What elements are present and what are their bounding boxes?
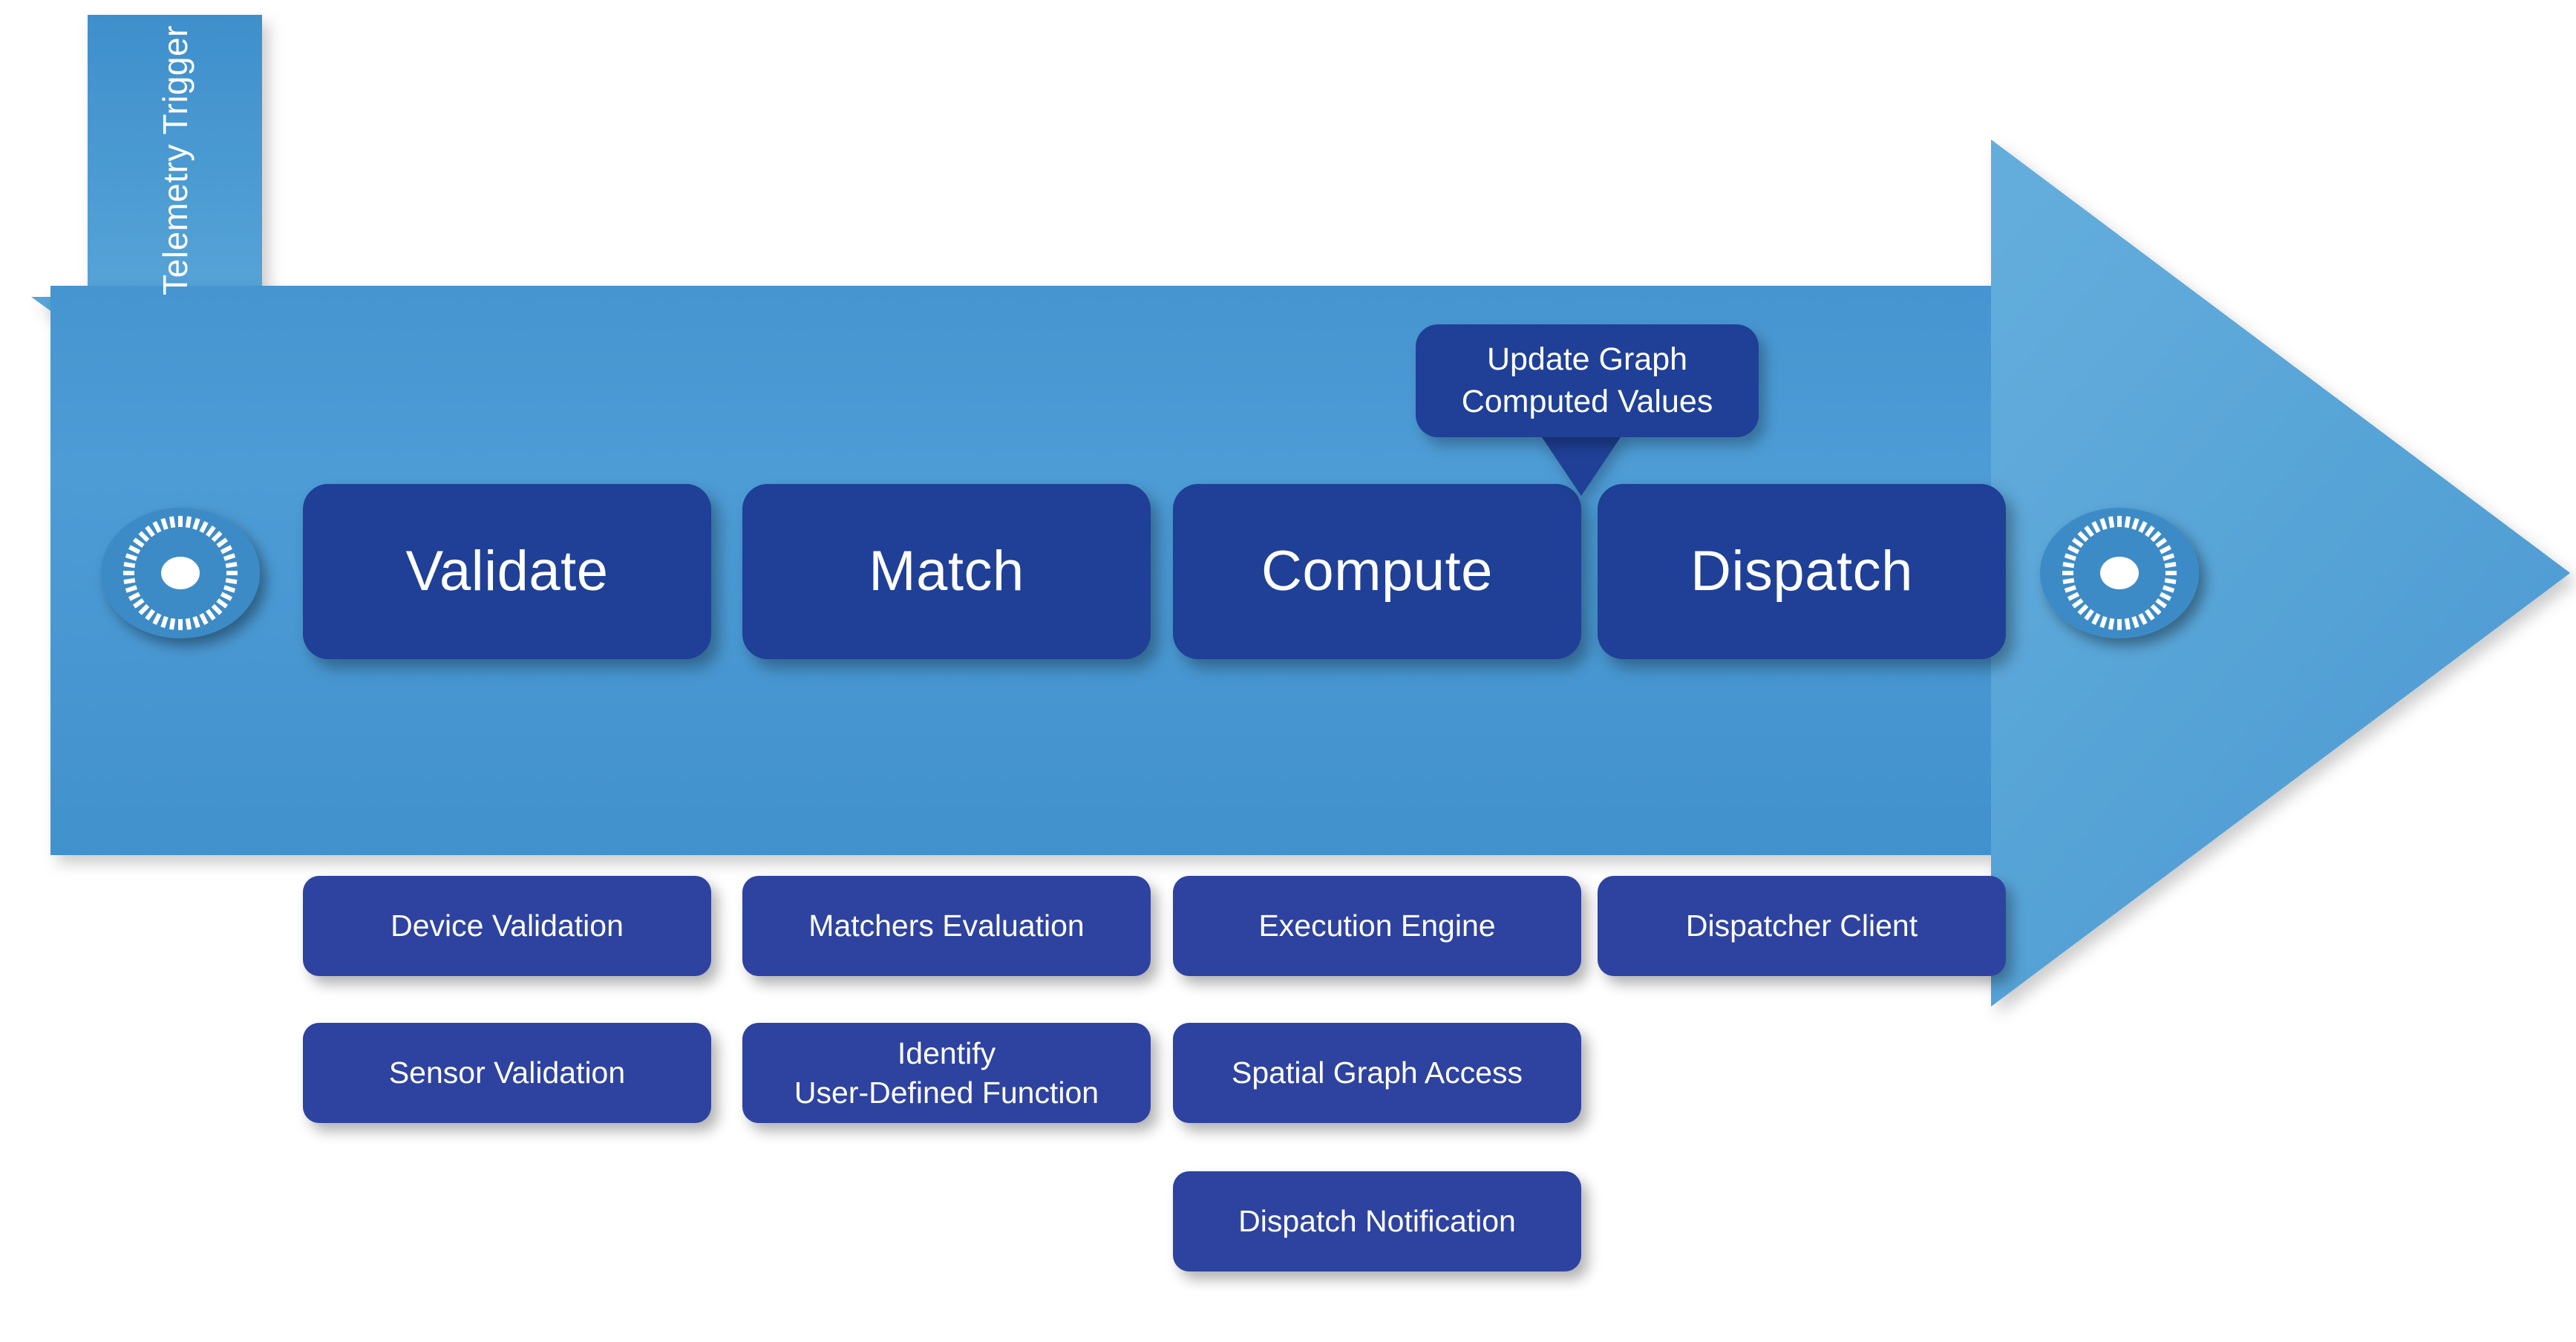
stage-label-dispatch: Dispatch <box>1690 540 1913 603</box>
component-label-execution-engine: Execution Engine <box>1258 909 1496 943</box>
component-spatial-graph-access[interactable]: Spatial Graph Access <box>1173 1023 1581 1123</box>
component-line-1-identify: Identify <box>897 1036 996 1071</box>
component-matchers-evaluation[interactable]: Matchers Evaluation <box>742 876 1151 976</box>
component-label-matchers-evaluation: Matchers Evaluation <box>808 909 1085 943</box>
stage-box-validate[interactable]: Validate <box>303 484 711 659</box>
component-sensor-validation[interactable]: Sensor Validation <box>303 1023 711 1123</box>
callout-tail-icon <box>1540 435 1622 496</box>
stage-label-compute: Compute <box>1261 540 1493 603</box>
component-device-validation[interactable]: Device Validation <box>303 876 711 976</box>
dial-gauge-icon-end <box>2040 508 2199 638</box>
component-line-2-user-defined-function: User-Defined Function <box>794 1075 1099 1110</box>
stage-label-match: Match <box>869 540 1024 603</box>
component-label-dispatcher-client: Dispatcher Client <box>1685 909 1918 943</box>
callout-line-2: Computed Values <box>1461 384 1713 419</box>
component-label-sensor-validation: Sensor Validation <box>388 1055 626 1090</box>
component-dispatcher-client[interactable]: Dispatcher Client <box>1598 876 2006 976</box>
component-label-device-validation: Device Validation <box>390 909 624 943</box>
dial-gauge-icon-start <box>101 508 260 638</box>
component-execution-engine[interactable]: Execution Engine <box>1173 876 1581 976</box>
stage-box-dispatch[interactable]: Dispatch <box>1598 484 2006 659</box>
stage-box-compute[interactable]: Compute <box>1173 484 1581 659</box>
component-label-dispatch-notification: Dispatch Notification <box>1238 1204 1516 1239</box>
stage-box-match[interactable]: Match <box>742 484 1151 659</box>
stage-label-validate: Validate <box>405 540 609 603</box>
component-dispatch-notification[interactable]: Dispatch Notification <box>1173 1171 1581 1271</box>
callout-line-1: Update Graph <box>1486 341 1688 377</box>
component-label-spatial-graph-access: Spatial Graph Access <box>1232 1055 1523 1090</box>
